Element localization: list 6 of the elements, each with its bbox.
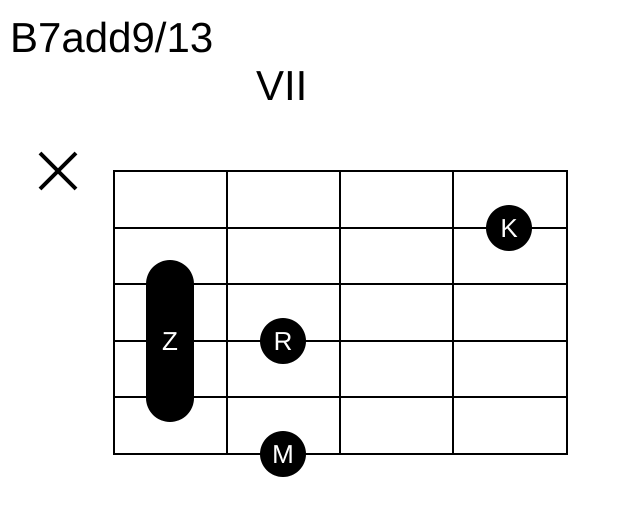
barre-bar: Z <box>146 260 194 422</box>
chord-title: B7add9/13 <box>10 14 214 62</box>
finger-dot: M <box>260 431 306 477</box>
finger-dot: R <box>260 318 306 364</box>
finger-dot: K <box>486 205 532 251</box>
fret-position-label: VII <box>256 62 308 110</box>
